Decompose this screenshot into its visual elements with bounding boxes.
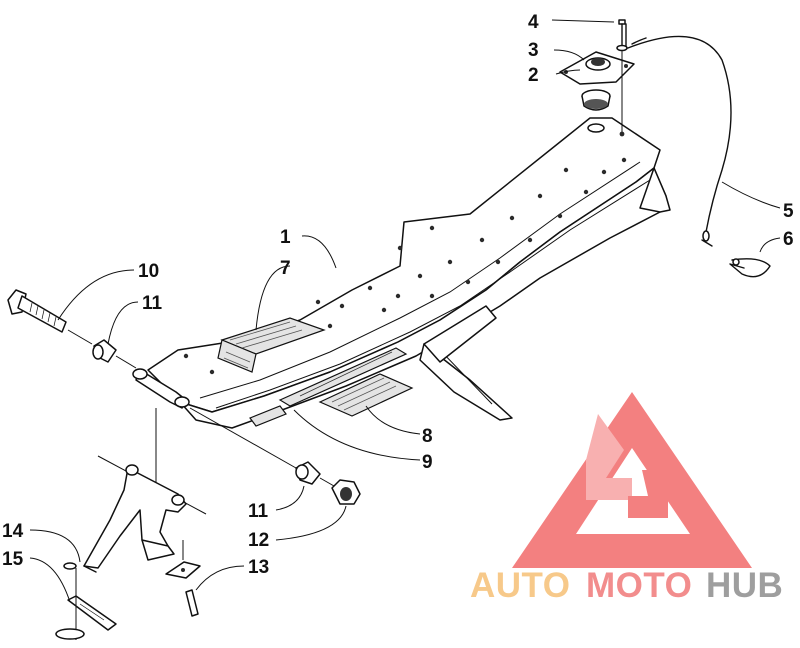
callout-labels: 1 2 3 4 5 6 7 8 9 10 11 11 12 13 14 15: [2, 12, 794, 578]
callout-7: 7: [280, 258, 291, 279]
watermark-logo-icon: [512, 392, 752, 568]
watermark-moto: MOTO: [586, 566, 692, 605]
mounting-bracket-part: [83, 408, 207, 573]
pin-part: [616, 19, 628, 132]
leader-lines: [29, 19, 781, 603]
callout-12: 12: [248, 530, 269, 551]
callout-6: 6: [783, 229, 794, 250]
callout-2: 2: [528, 65, 539, 86]
skid-plate-part: [132, 117, 671, 429]
mount-plate-part: [559, 51, 635, 85]
watermark-text: AUTO MOTO HUB: [470, 566, 783, 605]
watermark-hub: HUB: [706, 566, 783, 605]
bushing-upper-part: [92, 339, 137, 369]
callout-1: 1: [280, 227, 291, 248]
callout-3: 3: [528, 40, 539, 61]
decal-8-part: [318, 373, 414, 417]
lock-nut-part: [319, 477, 361, 505]
callout-8: 8: [422, 426, 433, 447]
long-bolt-part: [7, 289, 93, 345]
callout-11-lower: 11: [248, 501, 269, 522]
callout-11-upper: 11: [142, 293, 163, 314]
bushing-lower-part: [189, 407, 321, 485]
callout-10: 10: [138, 261, 159, 282]
hair-pin-clip-part: [701, 239, 771, 278]
screw-part: [165, 540, 201, 617]
callout-5: 5: [783, 201, 794, 222]
callout-9: 9: [422, 452, 433, 473]
decal-9-part: [249, 347, 408, 427]
watermark-auto: AUTO: [470, 566, 571, 605]
callout-14: 14: [2, 521, 24, 542]
cable-part: [627, 35, 732, 242]
decal-7-part: [217, 317, 326, 373]
grommet-part: [581, 89, 611, 111]
callout-15: 15: [2, 549, 24, 570]
callout-4: 4: [528, 12, 539, 33]
callout-13: 13: [248, 557, 269, 578]
wear-strip-part: [55, 562, 117, 640]
